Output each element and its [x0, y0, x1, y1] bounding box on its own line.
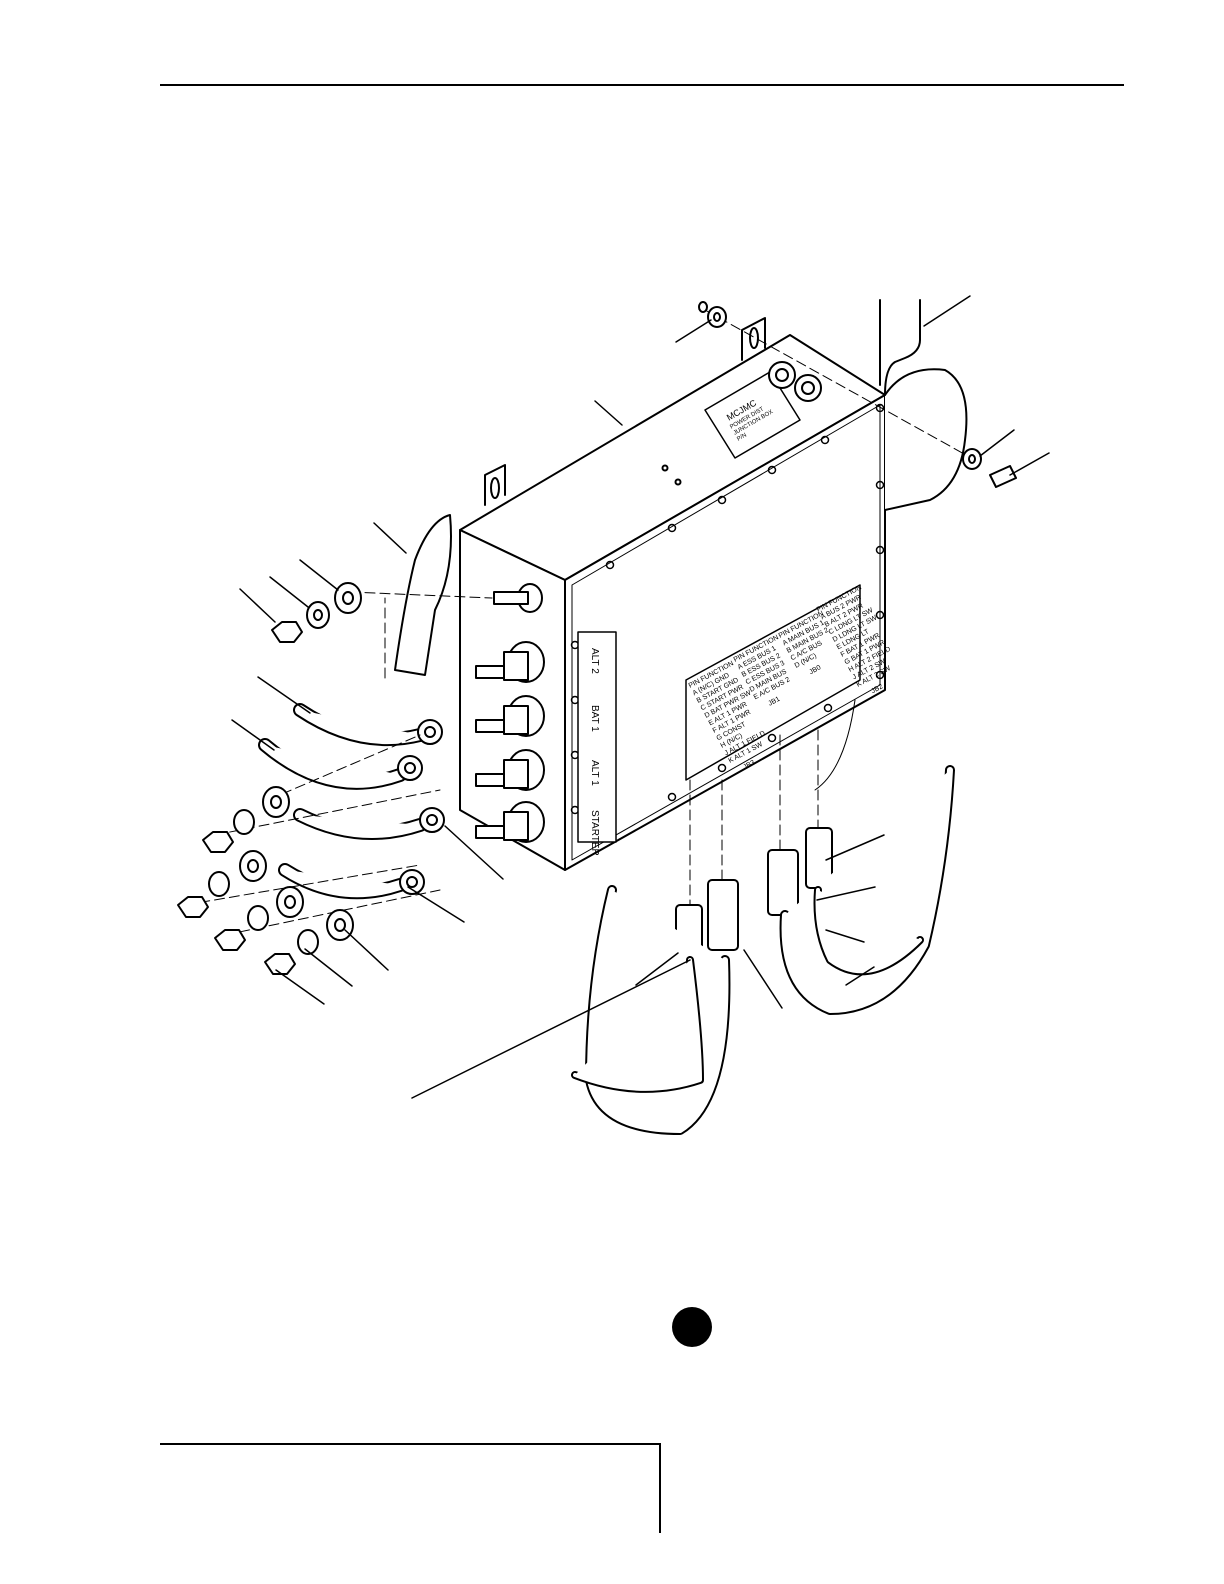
nameplate-line: P/N — [736, 433, 748, 443]
header-rule — [160, 84, 1124, 86]
connector-label: JB3 — [742, 759, 756, 771]
terminal-label-starter: STARTER — [589, 810, 600, 856]
terminal-studs — [475, 583, 545, 843]
terminal-label-alt1: ALT 1 — [589, 760, 600, 786]
hardware-stack — [177, 301, 1017, 975]
footer-rule-vertical — [659, 1443, 661, 1533]
connector-label: JB2 — [870, 683, 884, 695]
junction-box — [459, 299, 968, 871]
terminal-label-alt2: ALT 2 — [589, 648, 600, 674]
footer-rule-horizontal — [160, 1443, 660, 1445]
page-marker-dot — [672, 1307, 712, 1347]
terminal-label-panel: ALT 2 BAT 1 ALT 1 STARTER — [577, 631, 617, 856]
connector-harnesses — [571, 765, 955, 1135]
battery-cables — [258, 703, 445, 900]
connector-label: JB1 — [767, 696, 781, 708]
callout-leader-lines — [231, 295, 1050, 1099]
connector-label: JB0 — [808, 664, 822, 676]
terminal-label-bat1: BAT 1 — [589, 705, 600, 732]
bus-strap — [394, 514, 452, 676]
